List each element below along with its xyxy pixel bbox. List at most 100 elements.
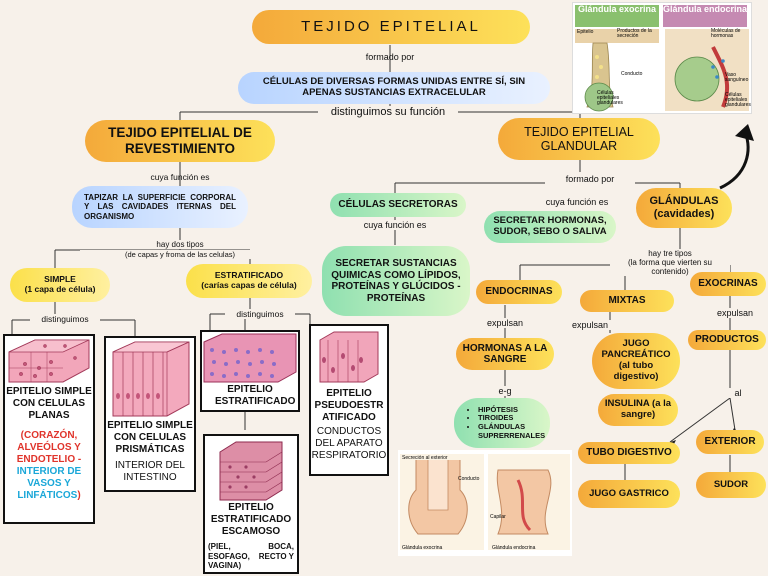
illus-epitelio-label: Epitelio <box>577 29 593 35</box>
secrecion-drawing <box>398 450 572 556</box>
al-label: al <box>728 388 748 398</box>
planas-end: ) <box>77 490 80 501</box>
rev-funcion-box: TAPIZAR LA SUPERFICIE CORPORAL Y LAS CAV… <box>72 186 248 228</box>
illus-moleculas-label: Moléculas de hormonas <box>711 29 747 39</box>
hormonas-sangre-text: HORMONAS A LA SANGRE <box>462 343 548 366</box>
card-epitelio-escamoso: EPITELIO ESTRATIFICADO ESCAMOSO (PIEL, B… <box>203 434 299 574</box>
eg-label: e-g <box>490 386 520 396</box>
exocrina-label: Glándula exocrina <box>575 5 659 27</box>
bottom-glandula-endo-label: Glándula endocrina <box>492 545 535 551</box>
celulas-text: CÉLULAS DE DIVERSAS FORMAS UNIDAS ENTRE … <box>250 77 538 99</box>
bottom-conducto-label: Conducto <box>458 476 479 482</box>
illus-vaso-label: Vaso sanguíneo <box>725 73 751 83</box>
distinguimos-right: distinguimos <box>225 309 295 319</box>
ejemplo-item: GLÁNDULAS SUPRERRENALES <box>478 423 550 440</box>
card-epitelio-pseudoestratificado: EPITELIO PSEUDOESTR ATIFICADO CONDUCTOS … <box>309 324 389 476</box>
celulas-box: CÉLULAS DE DIVERSAS FORMAS UNIDAS ENTRE … <box>238 72 550 104</box>
escamoso-red-text: (PIEL, BOCA, ESOFAGO, RECTO Y VAGINA) <box>205 542 297 571</box>
title-text: TEJIDO EPITELIAL <box>301 18 481 35</box>
illus-productos-label: Productos de la secreción <box>617 29 657 39</box>
secrecion-exterior-label: Secreción al exterior <box>402 455 448 461</box>
revestimiento-title: TEJIDO EPITELIAL DE REVESTIMIENTO <box>103 125 257 156</box>
tubo-digestivo-pill: TUBO DIGESTIVO <box>578 442 680 464</box>
endocrina-label: Glándula endocrina <box>663 5 747 27</box>
jugo-pancreatico-pill: JUGO PANCREÁTICO (al tubo digestivo) <box>592 333 680 389</box>
escamoso-title: EPITELIO ESTRATIFICADO ESCAMOSO <box>205 502 297 538</box>
endocrina-text: Glándula endocrina <box>663 4 747 14</box>
secrecion-illustration: Secreción al exterior Conducto Capilar G… <box>398 450 572 556</box>
card-epitelio-estratificado: EPITELIO ESTRATIFICADO <box>200 330 300 412</box>
hay-dos-tipos: hay dos tipos <box>130 240 230 249</box>
planas-title: EPITELIO SIMPLE CON CELULAS PLANAS <box>5 386 93 422</box>
pseudo-red-text: CONDUCTOS DEL APARATO RESPIRATORIO <box>311 426 387 462</box>
exterior-pill: EXTERIOR <box>696 430 764 454</box>
tubo-digestivo-text: TUBO DIGESTIVO <box>586 447 672 459</box>
bottom-capilar-label: Capilar <box>490 514 506 520</box>
simple-pill: SIMPLE (1 capa de célula) <box>10 268 110 302</box>
expulsan-mixtas: expulsan <box>560 320 620 330</box>
hormonas-sangre-pill: HORMONAS A LA SANGRE <box>456 338 554 370</box>
exocrinas-text: EXOCRINAS <box>698 278 757 290</box>
glandulas-text: GLÁNDULAS (cavidades) <box>642 195 726 220</box>
glandular-title: TEJIDO EPITELIAL GLANDULAR <box>518 125 640 154</box>
distinguimos-left: distinguimos <box>30 314 100 324</box>
jugo-pancreatico-text: JUGO PANCREÁTICO (al tubo digestivo) <box>602 339 671 383</box>
pseudo-tissue-illustration <box>316 330 382 384</box>
rev-funcion-text: TAPIZAR LA SUPERFICIE CORPORAL Y LAS CAV… <box>84 193 236 221</box>
expulsan-endocrinas: expulsan <box>475 318 535 328</box>
insulina-pill: INSULINA (a la sangre) <box>598 394 678 426</box>
planas-red-text: (CORAZÓN, ALVEÓLOS Y ENDOTELIO - <box>17 430 81 465</box>
sudor-text: SUDOR <box>714 480 748 491</box>
glandulas-illustration: Glándula exocrina Glándula endocrina Epi… <box>572 2 752 114</box>
jugo-gastrico-text: JUGO GASTRICO <box>589 489 669 500</box>
prismaticas-title: EPITELIO SIMPLE CON CELULAS PRISMÁTICAS <box>106 420 194 456</box>
secretoras-pill: CÉLULAS SECRETORAS <box>330 193 466 217</box>
title-pill: TEJIDO EPITELIAL <box>252 10 530 44</box>
hay-tres-tipos: hay tre tipos <box>630 249 710 258</box>
illus-celulas-label: Células epiteliales glandulares <box>597 91 627 106</box>
revestimiento-pill: TEJIDO EPITELIAL DE REVESTIMIENTO <box>85 120 275 162</box>
mixtas-text: MIXTAS <box>608 295 645 307</box>
rev-cuya-funcion: cuya función es <box>130 172 230 182</box>
card-epitelio-prismaticas: EPITELIO SIMPLE CON CELULAS PRISMÁTICAS … <box>104 336 196 492</box>
insulina-text: INSULINA (a la sangre) <box>604 399 672 421</box>
illus-conducto-label: Conducto <box>621 71 642 77</box>
pseudo-title: EPITELIO PSEUDOESTR ATIFICADO <box>311 388 387 424</box>
prismaticas-tissue-illustration <box>107 340 193 418</box>
planas-cyan-text: INTERIOR DE VASOS Y LINFÁTICOS <box>17 466 81 501</box>
secretar-sustancias-text: SECRETAR SUSTANCIAS QUIMICAS COMO LÍPIDO… <box>330 258 462 304</box>
expulsan-exocrinas: expulsan <box>710 308 760 318</box>
ejemplos-box: HIPÓTESIS TIROIDES GLÁNDULAS SUPRERRENAL… <box>454 398 550 448</box>
secretar-hormonas-box: SECRETAR HORMONAS, SUDOR, SEBO O SALIVA <box>484 211 616 243</box>
glandulas-cuya-funcion: cuya función es <box>527 197 627 207</box>
jugo-gastrico-pill: JUGO GASTRICO <box>578 480 680 508</box>
formado-por-label: formado por <box>345 52 435 62</box>
distinguimos-funcion-label: distinguimos su función <box>318 106 458 118</box>
illus-celulas2-label: Células epiteliales glandulares <box>725 93 751 108</box>
secretar-hormonas-text: SECRETAR HORMONAS, SUDOR, SEBO O SALIVA <box>490 216 610 238</box>
secretoras-text: CÉLULAS SECRETORAS <box>338 199 457 211</box>
planas-locations: (CORAZÓN, ALVEÓLOS Y ENDOTELIO - INTERIO… <box>5 430 93 502</box>
productos-text: PRODUCTOS <box>695 334 759 346</box>
exocrina-text: Glándula exocrina <box>578 4 656 14</box>
planas-tissue-illustration <box>5 338 93 384</box>
escamoso-tissue-illustration <box>216 440 286 502</box>
card-epitelio-planas: EPITELIO SIMPLE CON CELULAS PLANAS (CORA… <box>3 334 95 524</box>
estratificado-sub: (carías capas de célula) <box>201 281 296 291</box>
hay-dos-tipos-sub: (de capas y froma de las celulas) <box>80 250 280 259</box>
endocrinas-pill: ENDOCRINAS <box>476 280 562 304</box>
glandulas-pill: GLÁNDULAS (cavidades) <box>636 188 732 228</box>
estratificado-tissue-illustration <box>202 332 298 384</box>
sudor-pill: SUDOR <box>696 472 766 498</box>
glandular-formado-por: formado por <box>545 174 635 184</box>
secretoras-cuya-funcion: cuya función es <box>345 220 445 230</box>
exterior-text: EXTERIOR <box>704 436 755 448</box>
secretar-sustancias-box: SECRETAR SUSTANCIAS QUIMICAS COMO LÍPIDO… <box>322 246 470 316</box>
estratificado-card-title: EPITELIO ESTRATIFICADO <box>215 384 285 408</box>
endocrinas-text: ENDOCRINAS <box>485 286 552 298</box>
simple-sub: (1 capa de célula) <box>25 285 96 295</box>
bottom-glandula-exo-label: Glándula exocrina <box>402 545 442 551</box>
prismaticas-red-text: INTERIOR DEL INTESTINO <box>106 460 194 484</box>
ejemplos-list: HIPÓTESIS TIROIDES GLÁNDULAS SUPRERRENAL… <box>454 406 550 441</box>
estratificado-pill: ESTRATIFICADO (carías capas de célula) <box>186 264 312 298</box>
